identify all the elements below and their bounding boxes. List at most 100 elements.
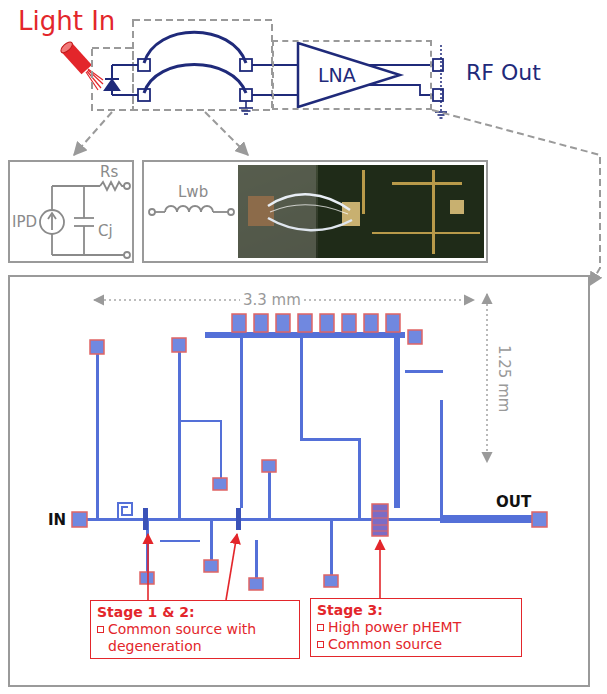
text-row: Rs [100, 163, 118, 181]
chip-layout [394, 338, 400, 508]
chip-layout [358, 438, 361, 518]
text-row: Stage 1 & 2: [97, 604, 293, 621]
ground-symbol [239, 107, 253, 109]
amplifier-block: LNA [272, 40, 432, 110]
chip-layout [300, 438, 360, 441]
wire-bond-photo [372, 232, 480, 234]
equivalent-circuit [74, 217, 94, 219]
photodiode-symbol [105, 80, 119, 90]
output-port-label: RF Out [466, 60, 541, 86]
input-light-label: Light In [18, 6, 115, 37]
chip-layout [372, 511, 388, 512]
callout-heading: Stage 1 & 2: [97, 604, 195, 621]
reference-plane [440, 45, 442, 112]
chip-layout [72, 314, 547, 590]
chip-layout [232, 314, 246, 332]
text-row: Stage 3: [317, 602, 515, 619]
inductor-symbol [149, 209, 155, 215]
wire-bond-photo [392, 182, 462, 185]
dimension-label: 1.25 mm [495, 345, 513, 412]
chip-layout [143, 508, 241, 530]
optical-fiber [87, 71, 101, 88]
chip-layout [372, 518, 388, 519]
component-label: IPD [12, 213, 37, 231]
chip-layout [372, 531, 388, 532]
chip-layout [254, 314, 268, 332]
inductor-symbol [155, 211, 165, 213]
text-row: Lwb [178, 183, 208, 201]
chip-layout [172, 338, 186, 352]
chip-layout [364, 314, 378, 332]
text-row: Cj [98, 222, 113, 240]
zoom-arrow [205, 112, 248, 155]
chip-layout [210, 521, 213, 561]
signal-wire [252, 65, 433, 95]
inductor-symbol [228, 209, 234, 215]
ground-symbol [244, 113, 248, 115]
leader-line [147, 534, 149, 600]
chip-layout [372, 511, 388, 531]
chip-layout [372, 525, 388, 526]
equivalent-circuit [40, 210, 64, 234]
chip-layout [96, 354, 99, 519]
chip-layout [236, 508, 241, 530]
callout-heading: Stage 3: [317, 602, 383, 619]
port-label: IN [48, 511, 66, 529]
port-label: OUT [496, 493, 531, 511]
photodiode-symbol [111, 65, 113, 79]
dimension-label: 3.3 mm [243, 291, 301, 309]
chip-layout [143, 508, 148, 530]
chip-layout [204, 560, 218, 572]
text-row: IN [48, 511, 66, 529]
chip-layout [178, 352, 181, 518]
chip-layout [220, 420, 222, 480]
chip-layout [240, 338, 243, 508]
chip-layout [440, 515, 532, 523]
text-row: LNA [318, 64, 356, 87]
equivalent-circuit [52, 254, 124, 256]
component-label: Rs [100, 163, 118, 181]
equivalent-circuit [83, 226, 85, 255]
chip-layout [342, 314, 356, 332]
wire-bond-panel: Lwb [142, 160, 488, 263]
chip-layout-panel: 3.3 mm 1.25 mm IN OUT Stage 1 & 2: Common sou… [8, 275, 590, 687]
signal-wire [368, 64, 433, 66]
leader-line [148, 534, 380, 600]
wire-bond-photo [238, 165, 316, 258]
chip-layout [213, 478, 227, 490]
chip-layout [181, 420, 221, 422]
optical-fiber [59, 40, 74, 55]
wire-bond-photo [238, 165, 484, 258]
optical-fiber [59, 40, 92, 74]
dimension-arrow [486, 294, 488, 462]
photodiode-symbol [112, 94, 138, 96]
callout-box: Stage 3:High power pHEMTCommon source [310, 598, 522, 657]
ground-symbol [440, 117, 443, 119]
zoom-connector [432, 110, 600, 285]
callout-item: Common source [328, 636, 442, 653]
dashed-group-box [92, 20, 272, 110]
ground-symbol [242, 110, 251, 112]
bond-pad [138, 59, 443, 101]
chip-layout [140, 572, 154, 584]
equivalent-circuit [51, 215, 53, 230]
wire-bond-photo [270, 205, 348, 214]
chip-layout [276, 314, 290, 332]
dashed-group-box [92, 48, 133, 110]
chip-layout [372, 504, 388, 536]
equivalent-circuit [51, 234, 53, 255]
bond-wire [144, 32, 246, 63]
chip-layout [320, 314, 334, 332]
optical-fiber [86, 69, 103, 90]
chip-layout [90, 340, 104, 354]
chip-layout [262, 460, 276, 472]
wire-bond-photo [450, 200, 464, 214]
text-row: Common source [317, 636, 515, 653]
photodiode-symbol [112, 64, 138, 66]
inductor-symbol [149, 206, 234, 215]
bond-wire [144, 65, 246, 94]
amplifier-symbol [298, 43, 400, 107]
chip-layout [532, 512, 547, 527]
